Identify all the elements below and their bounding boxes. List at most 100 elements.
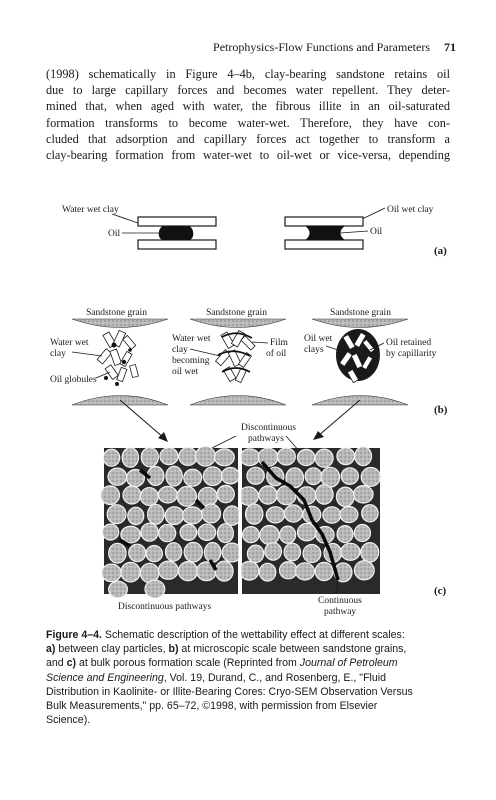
sand-grain [108,542,127,564]
sand-grain [203,541,222,563]
sand-grain [128,543,147,563]
label-oil-wet-clay: Oil wet clay [387,205,434,215]
label-sandstone-grain: Sandstone grain [206,308,267,318]
caption-text: and [46,657,67,670]
leader-line [335,579,339,595]
leader-line [369,342,385,351]
panel-label-b: (b) [434,404,448,416]
leader-line [111,213,139,224]
sand-grain [285,467,305,489]
oil-globules [104,342,132,386]
label-oil-right: Oil [370,227,383,237]
body-line: (1998) schematically in Figure 4–4b, cla… [46,67,450,81]
panel-b: Sandstone grain Sandstone grain Sandston… [50,308,448,416]
caption-text: between clay particles, [55,643,169,656]
oil-pathway [260,460,340,581]
body-paragraph: (1998) schematically in Figure 4–4b, cla… [46,66,450,163]
sand-grain [264,542,283,561]
sand-grain [340,542,361,561]
sand-grain [121,447,140,468]
grain-pack-left [100,445,243,599]
sand-grain [127,506,145,526]
leader-line [189,348,221,357]
sand-grain [353,523,372,543]
sand-grain [140,522,159,542]
sand-grain [258,562,277,582]
caption-text: Distribution in Kaolinite- or Illite-Bea… [46,685,413,698]
sand-grain [201,503,222,524]
label-film: Film [270,338,289,348]
caption-text: at bulk porous formation scale (Reprinte… [76,657,300,670]
sand-grain [304,467,323,486]
oil-pathway [119,468,218,571]
oil-droplet [158,226,194,240]
sand-grain [178,446,198,467]
label-clay: clay [50,349,66,359]
sand-grain [360,466,381,487]
body-line: cluded that adsorption and capillary for… [46,131,450,146]
sand-grain [106,504,127,525]
sand-grain [314,448,334,468]
sand-grain [246,466,265,485]
sand-grain [244,503,264,525]
sand-grain [276,447,296,466]
body-line: formation transforms to become water-wet… [46,115,450,130]
leader-line [211,435,237,449]
sand-grain [202,466,223,487]
leader-line [359,207,386,221]
caption-text: Schematic description of the wettability… [101,629,405,641]
sand-grain [322,506,342,524]
sand-grain [214,560,234,582]
sand-grain [122,485,142,505]
sand-grain [340,467,359,486]
sand-grain [120,525,141,544]
caption-text: Bulk Measurements," pp. 65–72, ©1998, wi… [46,700,378,713]
sand-grain [239,448,261,467]
sand-grain [107,580,128,599]
caption-figure-label: Figure 4–4. [46,629,102,641]
sand-grain [335,486,355,508]
sand-grain [283,542,302,562]
sand-grain [197,523,217,542]
sand-grain [157,560,179,580]
sand-grain [314,484,334,505]
sand-grain [100,485,121,506]
sand-grain [179,523,198,542]
caption-text: at microscopic scale between sandstone g… [178,643,407,656]
sand-grain [354,446,373,467]
label-clays: clays [304,345,324,355]
sand-grain [147,503,165,525]
panel-a: Water wet clay Oil Oil wet clay Oil (a) [62,205,447,257]
figure-caption: Figure 4–4. Schematic description of the… [46,628,456,727]
oil-film [217,332,253,373]
leader-line [95,371,111,379]
arrow-line [317,399,361,437]
body-line: due to large capillary forces and become… [46,83,450,98]
sand-grain [336,524,354,544]
label-discontinuous-pathways: Discontinuous pathways [118,602,211,612]
caption-text: , Vol. 19, Durand, C., and Rosenberg, E.… [163,671,387,684]
caption-journal: Journal of Petroleum [299,657,398,670]
clay-plate-top [137,216,217,227]
label-water-wet: Water wet [172,334,211,344]
sand-grain [159,447,179,466]
sand-grain [181,506,203,525]
label-oil-globules: Oil globules [50,375,97,385]
sand-grain [360,541,380,563]
label-oil-wet: Oil wet [304,334,333,344]
sand-grain [183,541,203,563]
sand-grain [352,484,374,504]
sandstone-grain-top [311,318,409,328]
caption-letter: a) [46,643,56,656]
sand-grain [157,485,178,504]
sand-grain [183,468,203,487]
sand-grain [278,561,298,580]
oil-bridge [305,226,345,240]
sand-grain [213,448,235,467]
caption-text: Science). [46,714,91,727]
sand-grain [302,543,322,564]
clay-plate-top [284,216,364,227]
label-becoming: becoming [172,356,210,366]
clay-plate-bottom [137,239,217,250]
